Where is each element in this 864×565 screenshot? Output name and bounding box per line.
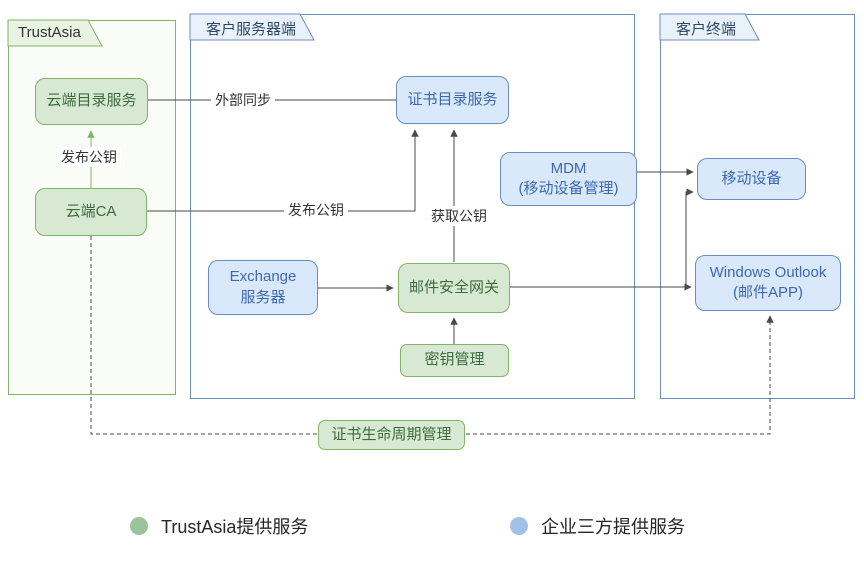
group-customer-terminal <box>660 14 855 399</box>
node-cloud-ca: 云端CA <box>35 188 147 236</box>
green-dot-icon <box>130 517 148 535</box>
edge-ca-lifecycle-dashed <box>90 236 317 435</box>
tab-shape-terminal <box>659 13 760 41</box>
edge-gateway-mobile <box>685 188 694 287</box>
group-label-terminal: 客户终端 <box>676 21 737 38</box>
node-mobile-device: 移动设备 <box>697 158 806 200</box>
edge-label-publish-key-horizontal: 发布公钥 <box>284 200 348 220</box>
node-exchange-server: Exchange 服务器 <box>208 260 318 315</box>
node-cloud-directory-service: 云端目录服务 <box>35 78 148 125</box>
edge-label-external-sync: 外部同步 <box>211 90 275 110</box>
node-cert-lifecycle-management: 证书生命周期管理 <box>318 420 465 450</box>
blue-dot-icon <box>510 517 528 535</box>
legend-label-trustasia: TrustAsia提供服务 <box>161 517 309 537</box>
node-key-management: 密钥管理 <box>400 344 509 377</box>
legend-item-third-party: 企业三方提供服务 <box>510 513 685 539</box>
node-cert-directory-service: 证书目录服务 <box>396 76 509 124</box>
group-label-server-side: 客户服务器端 <box>206 21 297 38</box>
edge-label-publish-key-vertical: 发布公钥 <box>57 147 121 167</box>
node-mdm: MDM (移动设备管理) <box>500 152 637 206</box>
tab-shape-server <box>189 13 315 41</box>
edge-label-fetch-key: 获取公钥 <box>427 206 491 226</box>
legend-label-third-party: 企业三方提供服务 <box>541 517 685 537</box>
group-label-trustasia: TrustAsia <box>18 24 81 41</box>
node-mail-security-gateway: 邮件安全网关 <box>398 263 510 313</box>
edge-publish-key-horizontal <box>147 129 419 212</box>
node-windows-outlook: Windows Outlook (邮件APP) <box>695 255 841 311</box>
legend-item-trustasia: TrustAsia提供服务 <box>130 513 308 539</box>
edge-lifecycle-outlook-dashed <box>466 315 774 435</box>
tab-shape-trustasia <box>7 19 103 47</box>
